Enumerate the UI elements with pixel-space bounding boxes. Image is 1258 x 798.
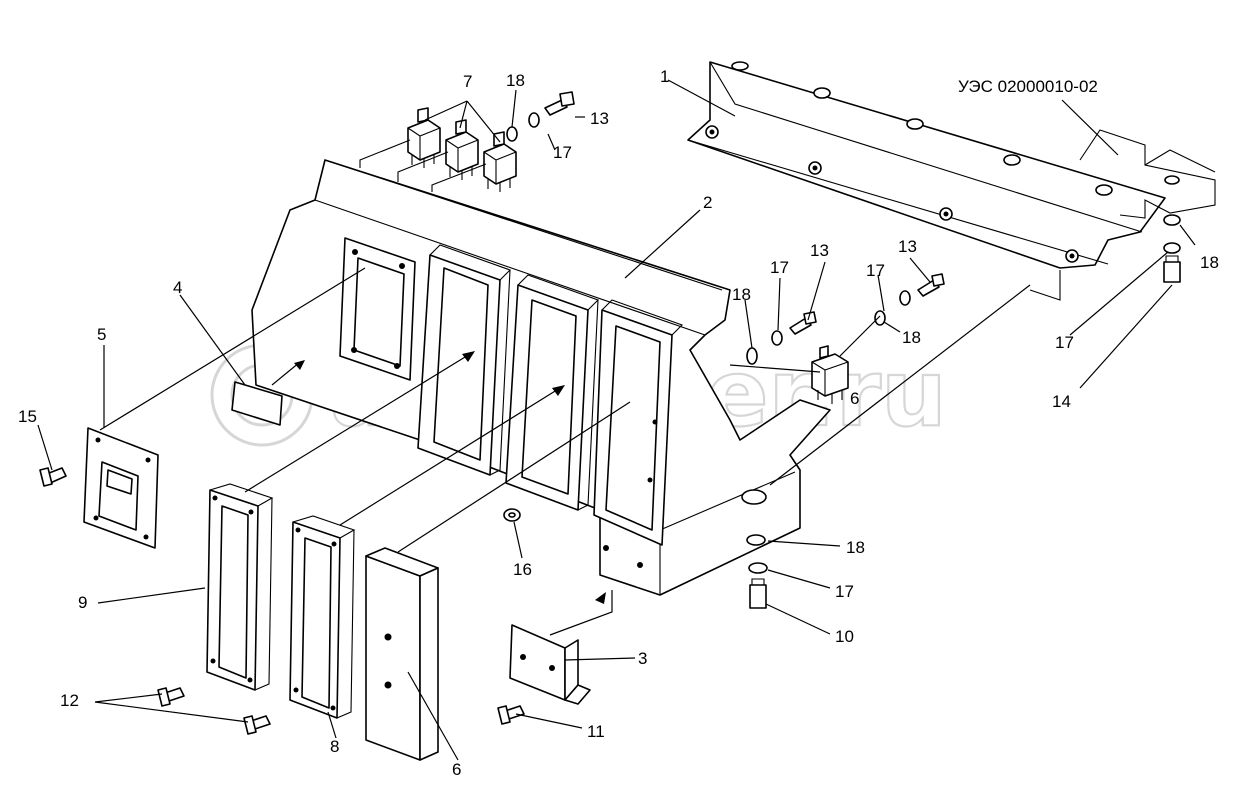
part-5-switch-panel [83,427,159,549]
callout-3: 3 [638,649,647,668]
callout-16: 16 [513,560,532,579]
callout-17-bottom: 17 [835,582,854,601]
callout-labels: 1 2 3 4 5 6 6 7 8 9 10 11 12 13 13 13 14… [18,67,1219,779]
callout-6: 6 [452,760,461,779]
callout-17-mid: 17 [770,258,789,277]
part-4-plate [231,381,283,426]
callout-10: 10 [835,627,854,646]
bracket-fasteners [1163,214,1181,283]
part-6-blank-block [365,547,439,761]
callout-17-right: 17 [866,261,885,280]
callout-13-mid: 13 [810,241,829,260]
callout-18-top: 18 [506,71,525,90]
callout-17-top: 17 [553,143,572,162]
callout-1: 1 [660,67,669,86]
document-code: УЭС 02000010-02 [958,77,1098,96]
callout-18-right: 18 [902,328,921,347]
callout-6-relay: 6 [850,389,859,408]
callout-12: 12 [60,691,79,710]
part-12-screws [157,687,271,735]
callout-18-bottom: 18 [846,538,865,557]
callout-4: 4 [173,278,182,297]
part-3-angle-bracket [509,624,591,705]
callout-13-right: 13 [898,237,917,256]
callout-17-bracket: 17 [1055,333,1074,352]
part-1-bracket [687,61,1166,301]
callout-9: 9 [78,593,87,612]
callout-13-top: 13 [590,109,609,128]
part-16-nut [503,508,521,522]
top-fasteners [506,91,575,142]
part-15-screw [39,467,67,487]
part-2-panel-housing [251,159,831,596]
callout-18-bracket: 18 [1200,253,1219,272]
callout-15: 15 [18,407,37,426]
callout-5: 5 [97,325,106,344]
part-6-right-relay [746,273,945,404]
part-7-relays [359,107,517,192]
callout-2: 2 [703,193,712,212]
callout-7: 7 [463,72,472,91]
bottom-fasteners [746,534,768,609]
leader-lines [37,79,1196,761]
callout-14: 14 [1052,392,1071,411]
callout-18-mid: 18 [732,285,751,304]
variant-bracket-outline [1079,129,1216,219]
part-9-frame [206,483,274,691]
callout-8: 8 [330,737,339,756]
part-8-frame [289,515,356,719]
part-11-screw [497,705,525,725]
callout-11: 11 [587,722,605,741]
